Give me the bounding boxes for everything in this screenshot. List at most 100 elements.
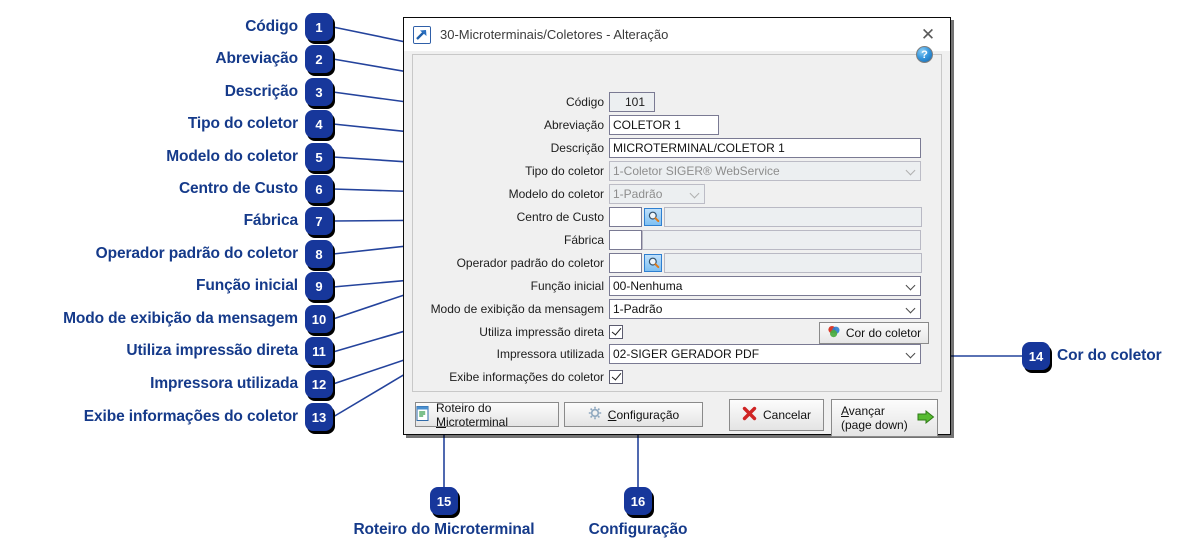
annotation-badge: 13 — [305, 403, 333, 431]
annotation-2: Abreviação 2 — [0, 45, 333, 73]
annotation-15: 15 Roteiro do Microterminal — [330, 487, 558, 539]
annotation-14: 14 Cor do coletor — [1022, 342, 1162, 370]
field-label: Descrição — [550, 140, 604, 155]
annotation-badge: 11 — [305, 337, 333, 365]
funcao-inicial-value: 00-Nenhuma — [613, 278, 683, 293]
title-bar[interactable]: 30-Microterminais/Coletores - Alteração … — [404, 18, 950, 51]
annotation-badge: 16 — [624, 487, 652, 515]
field-label: Utiliza impressão direta — [479, 324, 604, 339]
annotation-label: Exibe informações do coletor — [83, 408, 298, 425]
app-arrow-icon — [413, 25, 431, 44]
cor-do-coletor-button[interactable]: Cor do coletor — [819, 322, 929, 344]
field-row-operador-padrao: Operador padrão do coletor — [413, 252, 922, 273]
annotation-16: 16 Configuração — [566, 487, 710, 539]
tipo-coletor-select[interactable]: 1-Coletor SIGER® WebService — [609, 160, 921, 181]
utiliza-impressao-direta-checkbox[interactable] — [609, 324, 623, 339]
window-title: 30-Microterminais/Coletores - Alteração — [440, 27, 669, 42]
chevron-down-icon — [907, 281, 916, 290]
help-icon[interactable]: ? — [916, 46, 933, 63]
cancelar-button[interactable]: Cancelar — [729, 399, 824, 431]
gear-icon — [588, 406, 602, 423]
centro-custo-code-input[interactable] — [609, 206, 642, 227]
abreviacao-input[interactable]: COLETOR 1 — [609, 114, 719, 135]
annotation-badge: 14 — [1022, 342, 1050, 370]
operador-padrao-desc — [664, 252, 922, 273]
operador-padrao-code-input[interactable] — [609, 252, 642, 273]
impressora-value: 02-SIGER GERADOR PDF — [613, 346, 760, 361]
search-icon[interactable] — [644, 253, 662, 272]
field-row-descricao: Descrição MICROTERMINAL/COLETOR 1 — [413, 137, 921, 158]
close-icon[interactable]: ✕ — [920, 24, 936, 44]
annotation-label: Descrição — [224, 83, 298, 100]
annotation-8: Operador padrão do coletor 8 — [0, 240, 333, 268]
field-label: Modo de exibição da mensagem — [430, 301, 604, 316]
field-row-impressao-direta: Utiliza impressão direta — [413, 321, 623, 342]
annotation-badge: 12 — [305, 370, 333, 398]
configuracao-button[interactable]: Configuração — [564, 402, 703, 427]
field-row-centro-custo: Centro de Custo — [413, 206, 922, 227]
field-label: Tipo do coletor — [525, 163, 604, 178]
descricao-input[interactable]: MICROTERMINAL/COLETOR 1 — [609, 137, 921, 158]
dialog-window: 30-Microterminais/Coletores - Alteração … — [403, 17, 951, 437]
modo-exibicao-value: 1-Padrão — [613, 301, 663, 316]
search-icon[interactable] — [644, 207, 662, 226]
annotation-label: Operador padrão do coletor — [95, 245, 298, 262]
field-label: Fábrica — [563, 232, 604, 247]
annotation-13: Exibe informações do coletor 13 — [0, 403, 333, 431]
field-row-tipo-coletor: Tipo do coletor 1-Coletor SIGER® WebServ… — [413, 160, 921, 181]
red-x-icon — [742, 406, 757, 424]
field-row-funcao-inicial: Função inicial 00-Nenhuma — [413, 275, 921, 296]
field-row-impressora: Impressora utilizada 02-SIGER GERADOR PD… — [413, 343, 921, 364]
modo-exibicao-select[interactable]: 1-Padrão — [609, 298, 921, 319]
impressora-select[interactable]: 02-SIGER GERADOR PDF — [609, 343, 921, 364]
annotation-label: Modo de exibição da mensagem — [63, 310, 298, 327]
annotation-label: Cor do coletor — [1057, 347, 1162, 364]
chevron-down-icon — [907, 349, 916, 358]
annotation-label: Impressora utilizada — [150, 375, 298, 392]
field-label: Modelo do coletor — [508, 186, 604, 201]
annotation-badge: 3 — [305, 78, 333, 106]
funcao-inicial-select[interactable]: 00-Nenhuma — [609, 275, 921, 296]
color-wheel-icon — [827, 325, 841, 342]
field-row-fabrica: Fábrica — [413, 229, 921, 250]
avancar-label: Avançar (page down) — [841, 404, 908, 432]
fabrica-desc — [642, 229, 921, 250]
fabrica-code-input[interactable] — [609, 229, 642, 250]
annotation-label: Fábrica — [243, 212, 299, 229]
modelo-coletor-value: 1-Padrão — [613, 186, 663, 201]
annotation-10: Modo de exibição da mensagem 10 — [0, 305, 333, 333]
codigo-input[interactable]: 101 — [609, 91, 655, 112]
annotation-label: Roteiro do Microterminal — [353, 521, 535, 538]
annotation-5: Modelo do coletor 5 — [0, 143, 333, 171]
avancar-button[interactable]: Avançar (page down) — [831, 399, 938, 437]
annotation-9: Função inicial 9 — [0, 272, 333, 300]
annotation-6: Centro de Custo 6 — [0, 175, 333, 203]
annotation-badge: 5 — [305, 143, 333, 171]
cor-do-coletor-label: Cor do coletor — [845, 326, 922, 340]
annotation-label: Centro de Custo — [178, 180, 298, 197]
green-arrow-right-icon — [917, 409, 935, 428]
field-label: Centro de Custo — [516, 209, 604, 224]
field-label: Código — [565, 94, 604, 109]
annotation-label: Tipo do coletor — [187, 115, 298, 132]
chevron-down-icon — [907, 304, 916, 313]
annotation-badge: 10 — [305, 305, 333, 333]
roteiro-do-microterminal-button[interactable]: Roteiro do Microterminal — [415, 400, 559, 429]
annotation-badge: 1 — [305, 13, 333, 41]
cancelar-label: Cancelar — [762, 408, 812, 422]
modelo-coletor-select[interactable]: 1-Padrão — [609, 183, 705, 204]
chevron-down-icon — [691, 189, 700, 198]
form-panel: ? Código 101 Abreviação COLETOR 1 Descri… — [412, 46, 942, 392]
annotation-badge: 4 — [305, 110, 333, 138]
field-label: Operador padrão do coletor — [456, 255, 604, 270]
configuracao-label: Configuração — [607, 407, 680, 422]
field-label: Abreviação — [543, 117, 604, 132]
field-row-exibe-informacoes: Exibe informações do coletor — [413, 366, 623, 387]
roteiro-label: Roteiro do Microterminal — [436, 400, 509, 429]
annotation-label: Modelo do coletor — [166, 148, 298, 165]
annotation-3: Descrição 3 — [0, 78, 333, 106]
exibe-informacoes-checkbox[interactable] — [609, 369, 623, 384]
field-row-abreviacao: Abreviação COLETOR 1 — [413, 114, 719, 135]
centro-custo-desc — [664, 206, 922, 227]
script-document-icon — [416, 405, 430, 424]
